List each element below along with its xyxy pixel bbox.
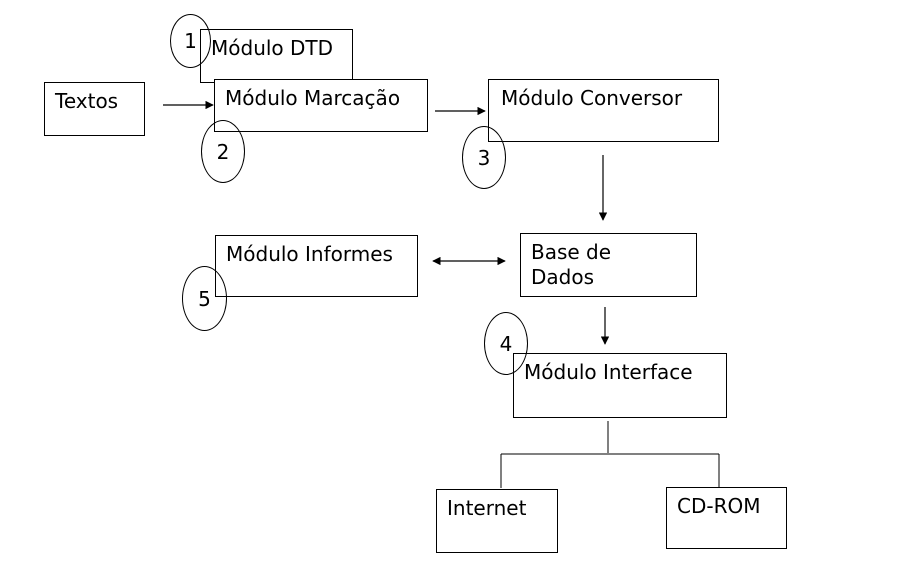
marker-4-circle: 4 bbox=[484, 312, 528, 375]
box-modulo-marcacao: Módulo Marcação bbox=[214, 79, 428, 132]
marker-3-circle: 3 bbox=[462, 126, 506, 189]
box-modulo-dtd: Módulo DTD bbox=[200, 29, 353, 83]
box-modulo-conversor: Módulo Conversor bbox=[488, 79, 719, 142]
box-textos: Textos bbox=[44, 82, 145, 136]
box-internet: Internet bbox=[436, 489, 558, 553]
marker-2-circle: 2 bbox=[201, 120, 245, 183]
box-base-de-dados: Base de Dados bbox=[520, 233, 697, 297]
box-modulo-interface: Módulo Interface bbox=[513, 353, 727, 418]
box-modulo-informes: Módulo Informes bbox=[215, 235, 418, 297]
marker-5-circle: 5 bbox=[182, 266, 227, 331]
marker-1-circle: 1 bbox=[170, 14, 211, 68]
box-cd-rom: CD-ROM bbox=[666, 487, 787, 549]
